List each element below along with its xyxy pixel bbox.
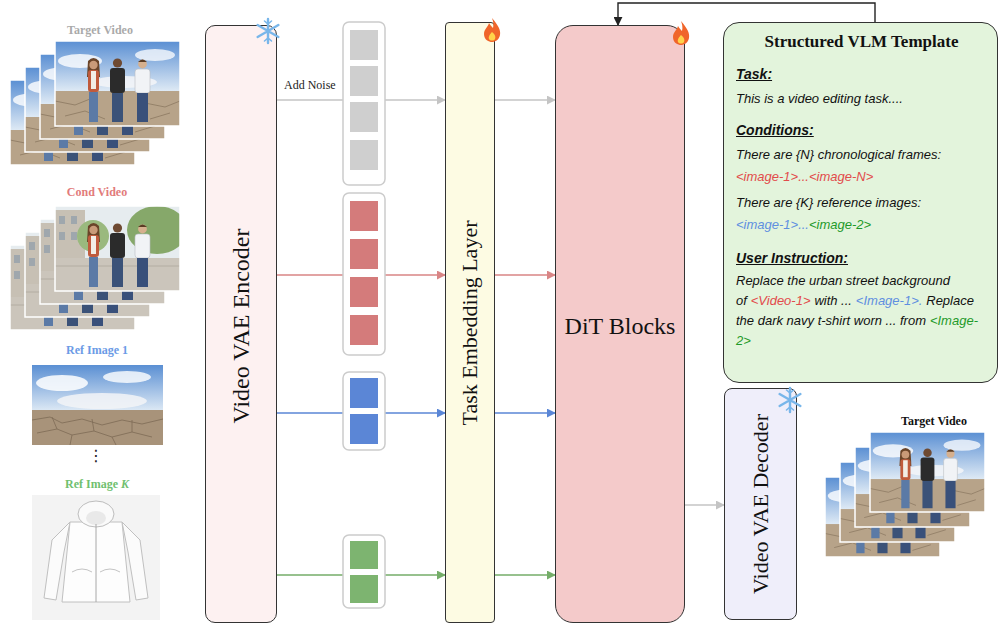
text-line: <image-1>...<image-2> [736, 215, 987, 235]
text-line: User Instruction: [736, 249, 987, 267]
caption-text: K [121, 477, 129, 491]
reference-image-sky [32, 365, 163, 445]
frozen-icon [258, 19, 279, 43]
connector-arrow [495, 274, 555, 275]
image-caption: Target Video [901, 414, 967, 429]
image-caption: Ref ImageK [65, 477, 129, 492]
output-video-frames [825, 432, 985, 557]
text-line: Replace the urban street background of<V… [736, 271, 987, 351]
panel-heading: Structured VLM Template [765, 32, 959, 51]
target-video-frames [10, 41, 180, 165]
cond-video-frames [10, 206, 187, 330]
caption-text: Ref Image 1 [66, 343, 128, 357]
template-text: <image-2> [809, 217, 871, 232]
text-line: This is a video editing task.... [736, 89, 987, 109]
template-text: with ... [814, 293, 852, 308]
section-heading: Conditions: [736, 122, 814, 138]
caption-text: Target Video [67, 23, 133, 37]
trainable-icon [484, 18, 500, 42]
image-caption: ⋮ [88, 446, 104, 465]
text-line: There are {N} chronological frames: [736, 145, 987, 165]
template-text: There are {N} chronological frames: [736, 147, 941, 162]
connector-arrow [495, 99, 555, 100]
refk-latent-tokens [343, 535, 385, 608]
caption-text: Cond Video [67, 185, 127, 199]
dit-block: DiT Blocks [555, 25, 685, 623]
text-line: <image-1>...<image-N> [736, 167, 987, 187]
caption-text: ⋮ [88, 446, 104, 465]
embedding-layer: Task Embedding Layer [445, 22, 495, 623]
reference-image-hoodie [32, 495, 160, 620]
block-label: Task Embedding Layer [457, 221, 483, 426]
trainable-icon [673, 21, 689, 45]
decoder-block: Video VAE Decoder [724, 388, 797, 620]
image-caption: Target Video [67, 23, 133, 38]
text-line: There are {K} reference images: [736, 193, 987, 213]
text-line: Task: [736, 65, 987, 83]
text-line: Conditions: [736, 121, 987, 139]
template-text: <image-1>... [736, 217, 809, 232]
caption-text: Target Video [901, 414, 967, 428]
connector-arrow [685, 504, 724, 505]
text-line: Structured VLM Template [736, 32, 987, 52]
template-text: <Video-1> [751, 293, 811, 308]
caption-text: Ref Image [65, 477, 118, 491]
edge-label: Add Noise [283, 78, 337, 93]
block-label: Video VAE Decoder [748, 414, 774, 594]
connector-arrow [495, 412, 555, 413]
cond-latent-tokens [343, 193, 385, 355]
ref1-latent-tokens [343, 372, 385, 450]
block-label: Video VAE Encoder [228, 229, 255, 424]
block-label: DiT Blocks [565, 313, 676, 340]
section-heading: User Instruction: [736, 250, 848, 266]
template-text: <image-1>...<image-N> [736, 169, 873, 184]
section-heading: Task: [736, 66, 772, 82]
image-caption: Cond Video [67, 185, 127, 200]
frozen-icon [780, 388, 801, 412]
template-panel: Structured VLM TemplateTask: This is a vi… [723, 22, 998, 383]
template-text: This is a video editing task.... [736, 91, 903, 106]
image-caption: Ref Image 1 [66, 343, 128, 358]
connector-arrow [495, 574, 555, 575]
noisy-latent-tokens [343, 22, 385, 185]
template-text: There are {K} reference images: [736, 195, 921, 210]
template-text: <Image-1>. [856, 293, 923, 308]
encoder-block: Video VAE Encoder [205, 25, 277, 623]
